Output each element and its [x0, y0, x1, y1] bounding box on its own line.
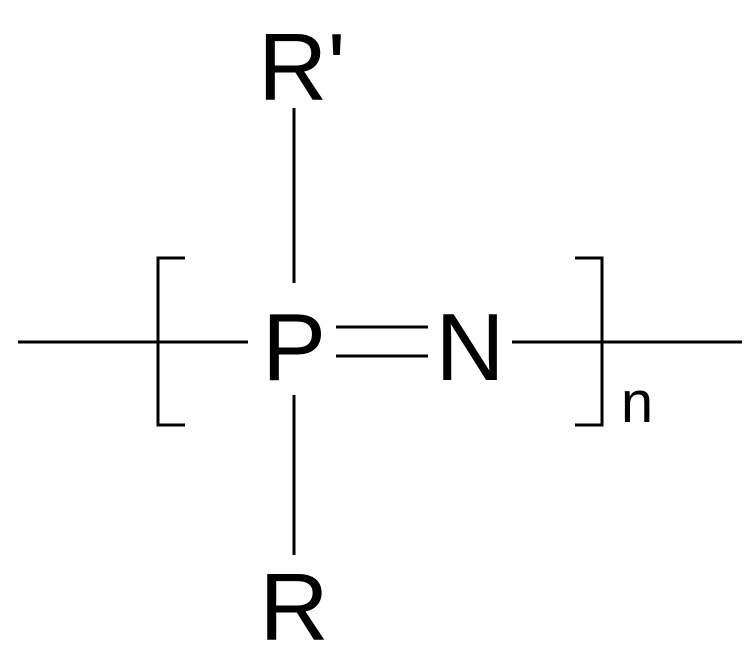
- repeat-count-subscript: n: [621, 370, 653, 435]
- bottom-substituent-label: R: [259, 554, 328, 661]
- phosphorus-atom-label: P: [262, 294, 326, 401]
- top-substituent-label: R': [258, 14, 346, 121]
- nitrogen-atom-label: N: [435, 294, 504, 401]
- left-bracket: [156, 256, 185, 427]
- right-bracket: [575, 256, 604, 427]
